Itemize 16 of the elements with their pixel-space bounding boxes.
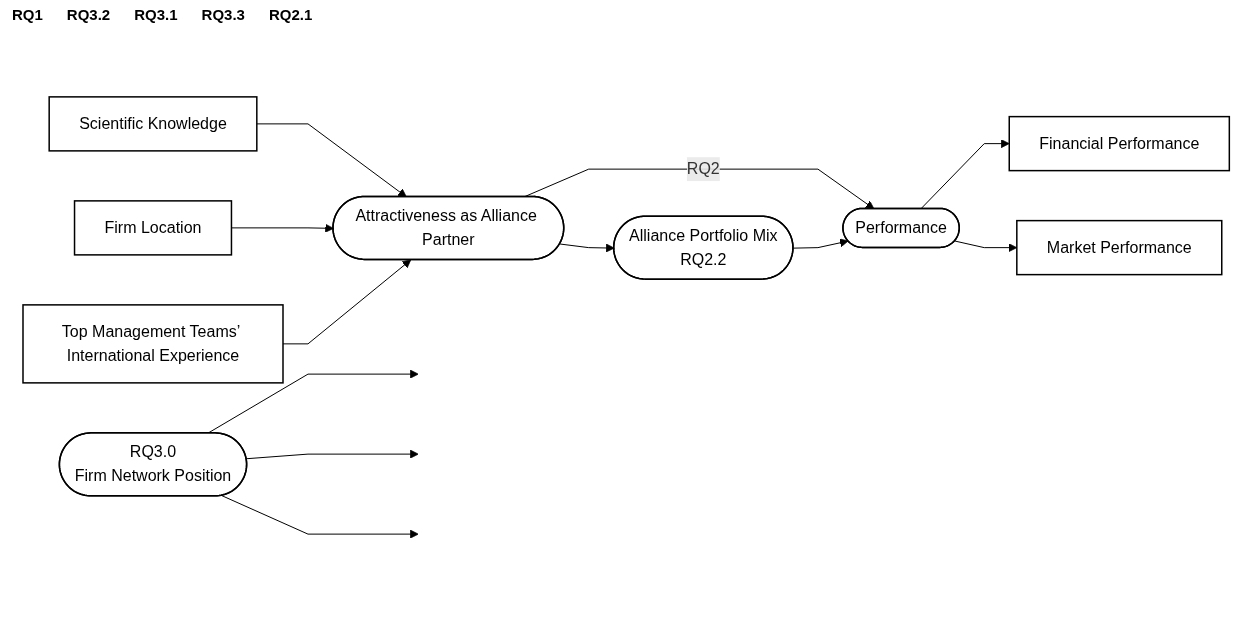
node-box: Scientific Knowledge xyxy=(48,96,258,152)
arrow xyxy=(221,495,419,539)
research-question-label: RQ3.3 xyxy=(201,6,245,23)
arrow xyxy=(282,259,411,345)
arrow xyxy=(256,123,407,198)
research-question-label: RQ1 xyxy=(12,6,43,23)
edge-label: RQ2 xyxy=(686,160,720,178)
node-box: Financial Performance xyxy=(1008,115,1230,172)
node-box: Top Management Teams’ International Experience xyxy=(22,304,284,384)
arrow xyxy=(920,139,1010,210)
research-question-label: RQ2.1 xyxy=(268,6,313,23)
research-question-label: RQ3.2 xyxy=(66,6,111,23)
node-box: Firm Location xyxy=(73,200,233,256)
node-box: Market Performance xyxy=(1015,219,1223,276)
arrow xyxy=(792,238,849,249)
research-question-label: RQ3.1 xyxy=(134,6,178,23)
